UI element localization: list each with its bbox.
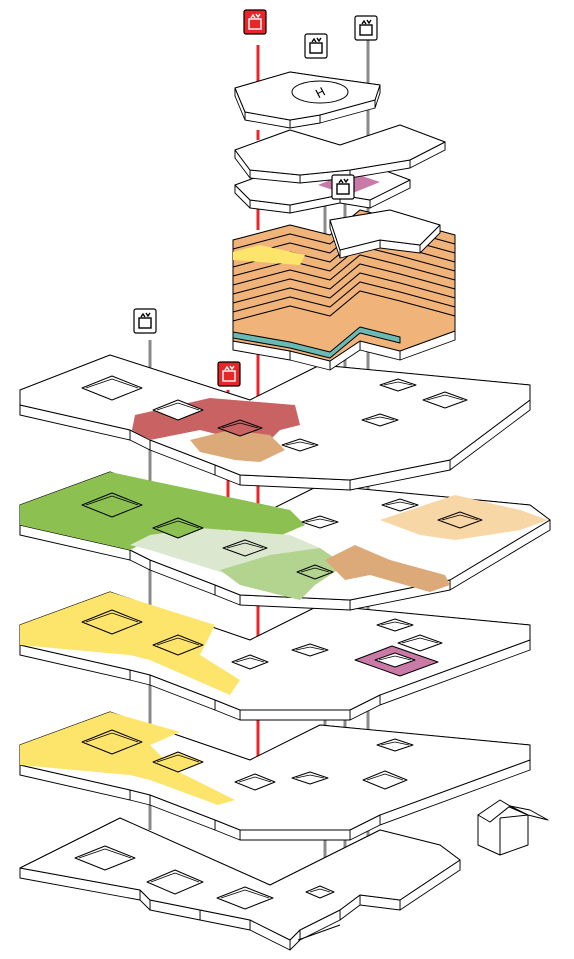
upper-wing-slab-top <box>329 209 441 251</box>
helipad: H <box>291 80 349 104</box>
floor-opening <box>281 438 319 452</box>
floor-opening <box>234 773 276 791</box>
lift-white-mid-icon <box>331 174 355 200</box>
level-4 <box>19 354 531 491</box>
floor-opening <box>376 738 414 752</box>
zone-yellow <box>20 712 235 805</box>
floor-opening <box>146 869 204 895</box>
floor-opening <box>231 654 269 670</box>
ground-slab <box>19 817 461 951</box>
zone-teal <box>232 326 401 359</box>
floor-opening <box>374 652 416 668</box>
zone-green <box>20 472 305 550</box>
lift-red-mid-icon <box>217 361 241 387</box>
floor-opening <box>216 886 274 910</box>
lift-icons <box>133 9 378 387</box>
upper-floor-a-slab <box>234 124 446 184</box>
floor-opening <box>422 391 468 409</box>
upper-floor-a-slab-top <box>234 124 446 176</box>
floor-opening <box>152 517 204 539</box>
floor-opening <box>301 515 339 529</box>
floor-opening <box>81 375 143 401</box>
floor-opening <box>152 399 204 421</box>
floor-opening <box>397 634 443 652</box>
upper-floor-a <box>234 124 446 184</box>
roof-helipad: H <box>234 71 381 129</box>
floor-opening <box>376 618 414 632</box>
floor-opening <box>362 770 408 790</box>
level-2 <box>19 591 531 721</box>
zone-yellow <box>233 245 305 265</box>
floor-opening <box>437 511 483 529</box>
floor-opening <box>305 885 335 899</box>
floor-opening <box>152 634 204 656</box>
floor-opening <box>81 729 143 755</box>
floor-opening <box>222 539 268 557</box>
floor-opening <box>217 419 263 437</box>
zone-tan <box>190 430 285 462</box>
zone-mid-green <box>220 548 345 600</box>
zone-light-green <box>130 528 320 575</box>
floor-opening <box>152 751 204 773</box>
floor-opening <box>81 492 143 518</box>
floor-opening <box>74 845 136 871</box>
floor-opening <box>291 771 329 785</box>
helipad-circle <box>291 80 349 104</box>
floor-opening <box>361 413 399 427</box>
floor-opening <box>81 609 143 635</box>
ground-level <box>19 799 549 951</box>
zone-yellow <box>20 592 240 695</box>
lift-white-left-icon <box>133 308 157 334</box>
upper-wing-slab <box>329 209 441 259</box>
floor-opening <box>291 643 329 657</box>
floor-opening <box>381 498 419 512</box>
zone-tan <box>325 545 450 592</box>
lift-red-top-icon <box>243 9 267 35</box>
ground-slab-top <box>19 817 461 941</box>
outbuilding <box>477 799 549 856</box>
floor-opening <box>379 378 417 392</box>
floor-opening <box>296 564 334 580</box>
lift-white-top-1-icon <box>304 33 328 59</box>
level-1 <box>19 711 531 841</box>
level-3 <box>19 471 551 611</box>
lift-white-top-2-icon <box>354 15 378 41</box>
